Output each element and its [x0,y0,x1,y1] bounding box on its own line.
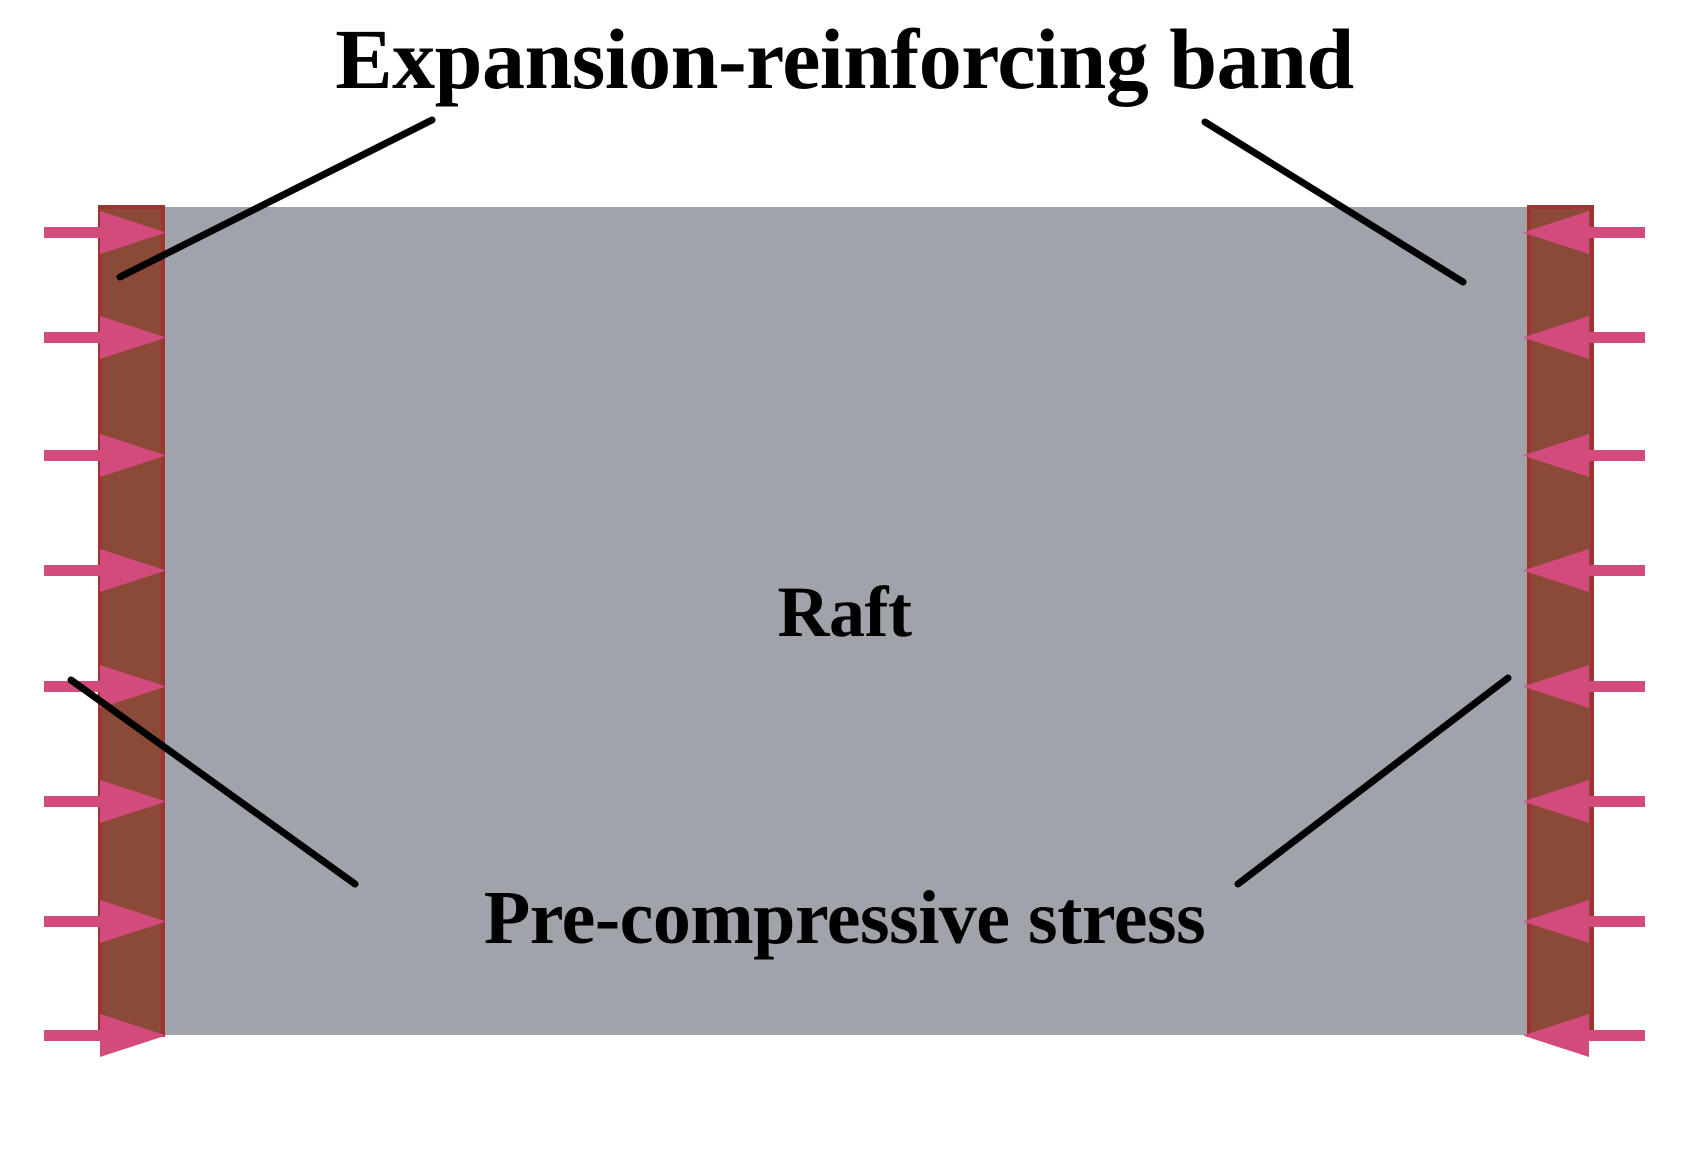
stress-arrow-left [44,900,166,943]
stress-arrow-left [44,211,166,254]
stress-arrow-right [1523,316,1645,359]
stress-arrow-left [44,316,166,359]
stress-arrow-left [44,434,166,477]
title-leader-line-left [116,116,436,281]
stress-leader-line-left [67,676,359,888]
title-leader-line-right [1201,118,1467,286]
stress-arrow-right [1523,900,1645,943]
expansion-reinforcing-band-label: Expansion-reinforcing band [335,11,1354,107]
stress-leader-line-right [1234,674,1512,888]
pre-compressive-stress-arrows-left [44,211,166,1057]
raft-label: Raft [777,572,912,652]
stress-arrow-right [1523,665,1645,708]
stress-arrow-left [44,549,166,592]
leader-lines [67,116,1512,888]
stress-arrow-left [44,1014,166,1057]
stress-arrow-right [1523,211,1645,254]
stress-arrow-right [1523,549,1645,592]
pre-compressive-stress-label: Pre-compressive stress [483,876,1206,960]
pre-compressive-stress-arrows-right [1523,211,1645,1057]
stress-arrow-right [1523,780,1645,823]
stress-arrow-right [1523,1014,1645,1057]
stress-arrow-right [1523,434,1645,477]
raft-slab [100,207,1592,1035]
stress-arrow-left [44,780,166,823]
